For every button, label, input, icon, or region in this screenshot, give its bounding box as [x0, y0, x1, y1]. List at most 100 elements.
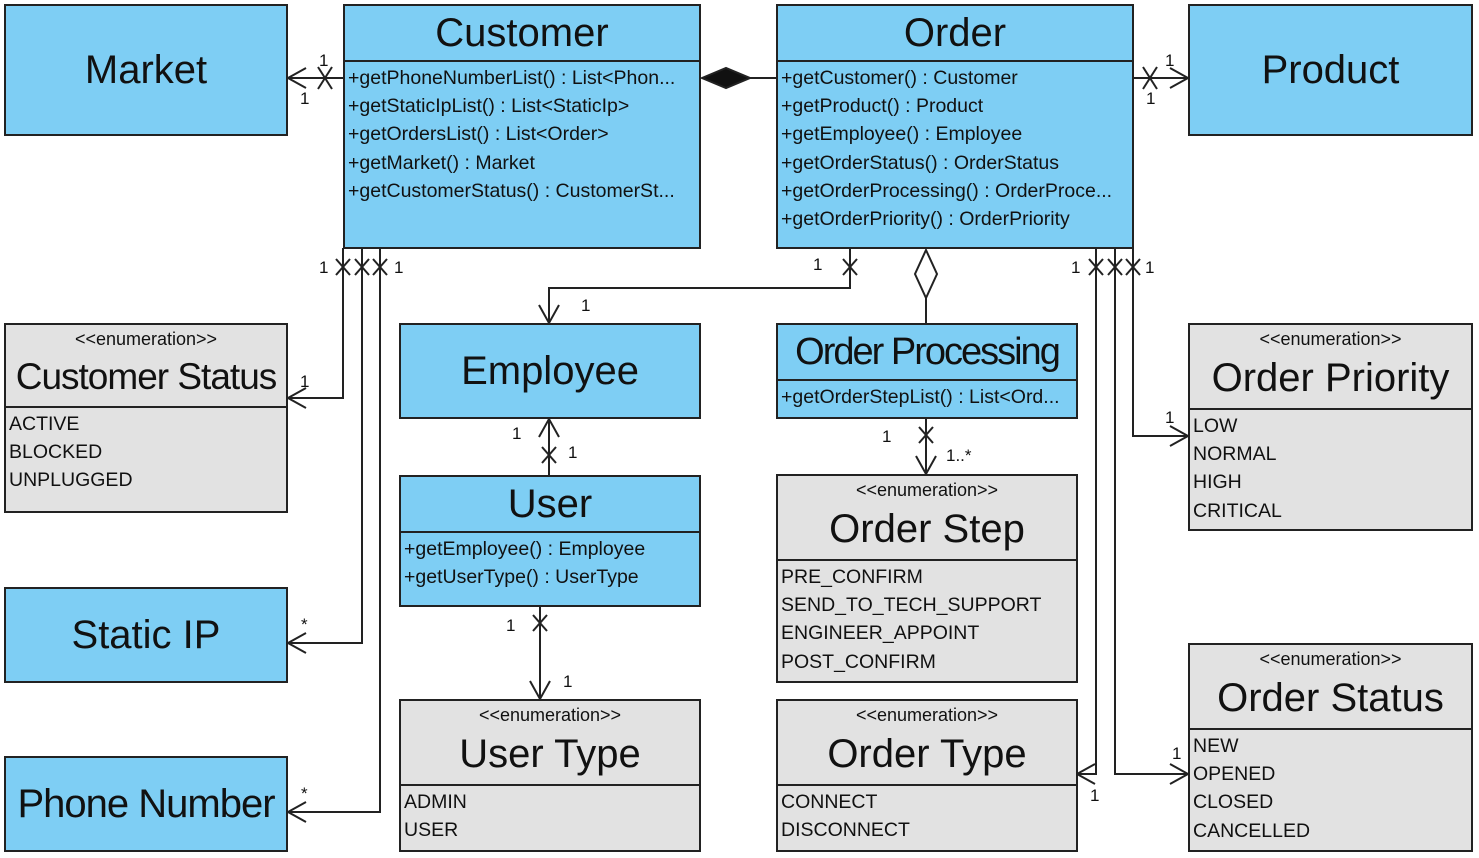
enum-value: CRITICAL — [1193, 499, 1282, 522]
multiplicity-label: 1 — [882, 427, 892, 446]
class-title: Product — [1261, 48, 1400, 92]
multiplicity-label: 1 — [1145, 258, 1155, 277]
method-item: +getProduct() : Product — [781, 95, 984, 118]
enum-value: SEND_TO_TECH_SUPPORT — [781, 594, 1042, 617]
enum-value: POST_CONFIRM — [781, 650, 936, 673]
multiplicity-label: 1 — [1090, 786, 1100, 805]
multiplicity-label: * — [301, 784, 308, 803]
method-item: +getStaticIpList() : List<StaticIp> — [348, 95, 630, 118]
method-item: +getOrdersList() : List<Order> — [348, 123, 609, 146]
enum-title: Order Priority — [1211, 356, 1450, 400]
market-class[interactable]: Market — [4, 4, 288, 136]
enum-value: NEW — [1193, 735, 1239, 757]
enum-value: HIGH — [1193, 471, 1242, 494]
multiplicity-label: 1 — [300, 372, 310, 391]
customer-order-composition — [699, 66, 776, 90]
order-status-enum[interactable]: <<enumeration>> Order Status NEW OPENED … — [1188, 643, 1473, 852]
enum-values: CONNECT DISCONNECT — [778, 784, 1076, 844]
method-item: +getOrderStepList() : List<Ord... — [781, 386, 1060, 408]
enum-value: DISCONNECT — [781, 819, 910, 842]
multiplicity-label: 1 — [300, 89, 310, 108]
method-item: +getOrderPriority() : OrderPriority — [781, 207, 1070, 230]
method-list: +getEmployee() : Employee +getUserType()… — [401, 531, 699, 591]
enum-value: BLOCKED — [9, 441, 103, 464]
user-type-enum[interactable]: <<enumeration>> User Type ADMIN USER — [399, 699, 701, 852]
enum-title: User Type — [459, 732, 641, 776]
enum-stereotype: <<enumeration>> — [855, 705, 999, 725]
enum-stereotype: <<enumeration>> — [1259, 649, 1402, 669]
multiplicity-label: 1 — [1146, 89, 1156, 108]
product-class[interactable]: Product — [1188, 4, 1473, 136]
method-item: +getEmployee() : Employee — [781, 123, 1023, 146]
enum-value: UNPLUGGED — [9, 469, 133, 492]
user-class[interactable]: User +getEmployee() : Employee +getUserT… — [399, 475, 701, 607]
method-item: +getCustomerStatus() : CustomerSt... — [348, 179, 675, 202]
order-type-enum[interactable]: <<enumeration>> Order Type CONNECT DISCO… — [776, 699, 1078, 852]
phone-number-class[interactable]: Phone Number — [4, 756, 288, 852]
customer-staticip-association — [285, 248, 370, 654]
customer-status-enum[interactable]: <<enumeration>> Customer Status ACTIVE B… — [4, 323, 288, 513]
enum-title: Order Step — [829, 507, 1025, 551]
class-title: User — [507, 482, 593, 526]
method-item: +getOrderStatus() : OrderStatus — [781, 151, 1059, 174]
enum-title: Order Type — [827, 732, 1027, 776]
class-title: Order — [903, 11, 1007, 55]
customer-status-association — [285, 248, 351, 409]
processing-step-association — [915, 419, 937, 477]
enum-values: ADMIN USER — [401, 784, 699, 844]
order-priority-enum[interactable]: <<enumeration>> Order Priority LOW NORMA… — [1188, 323, 1473, 531]
multiplicity-label: 1 — [563, 672, 573, 691]
customer-class[interactable]: Customer +getPhoneNumberList() : List<Ph… — [343, 4, 701, 249]
multiplicity-label: 1 — [512, 424, 522, 443]
order-ordertype-association — [1074, 248, 1104, 785]
order-class[interactable]: Order +getCustomer() : Customer +getProd… — [776, 4, 1134, 249]
customer-market-association — [285, 66, 343, 90]
multiplicity-label: 1 — [1071, 258, 1081, 277]
enum-value: ADMIN — [404, 791, 467, 813]
enum-stereotype: <<enumeration>> — [1259, 329, 1402, 349]
order-orderstatus-association — [1107, 248, 1191, 785]
employee-user-association — [538, 416, 560, 475]
enum-value: CLOSED — [1193, 791, 1274, 814]
enum-stereotype: <<enumeration>> — [478, 705, 622, 725]
enum-value: USER — [404, 819, 459, 842]
enum-value: CANCELLED — [1193, 819, 1311, 842]
order-step-enum[interactable]: <<enumeration>> Order Step PRE_CONFIRM S… — [776, 474, 1078, 683]
order-processing-aggregation — [913, 247, 939, 323]
employee-class[interactable]: Employee — [399, 323, 701, 419]
enum-title: Customer Status — [15, 356, 278, 397]
enum-stereotype: <<enumeration>> — [74, 329, 218, 349]
enum-value: ACTIVE — [9, 413, 80, 435]
class-title: Order Processing — [795, 331, 1061, 373]
user-usertype-association — [529, 606, 551, 702]
multiplicity-label: * — [301, 615, 308, 634]
multiplicity-label: 1 — [1165, 408, 1175, 427]
customer-phone-association — [285, 248, 388, 823]
method-item: +getUserType() : UserType — [404, 566, 639, 589]
class-title: Market — [84, 48, 208, 92]
class-title: Customer — [435, 11, 609, 55]
multiplicity-label: 1 — [1165, 51, 1175, 70]
class-title: Static IP — [71, 613, 221, 657]
multiplicity-label: 1 — [568, 443, 578, 462]
method-item: +getMarket() : Market — [348, 151, 535, 174]
enum-stereotype: <<enumeration>> — [855, 480, 999, 500]
class-title: Phone Number — [17, 782, 275, 826]
static-ip-class[interactable]: Static IP — [4, 587, 288, 683]
order-processing-class[interactable]: Order Processing +getOrderStepList() : L… — [776, 323, 1078, 419]
method-list: +getOrderStepList() : List<Ord... — [778, 379, 1076, 411]
method-list: +getCustomer() : Customer +getProduct() … — [778, 60, 1132, 233]
method-item: +getCustomer() : Customer — [781, 67, 1018, 89]
enum-values: PRE_CONFIRM SEND_TO_TECH_SUPPORT ENGINEE… — [778, 559, 1076, 676]
method-item: +getEmployee() : Employee — [404, 538, 646, 560]
multiplicity-label: 1 — [506, 616, 516, 635]
enum-value: LOW — [1193, 415, 1238, 437]
multiplicity-label: 1 — [394, 258, 404, 277]
multiplicity-label: 1..* — [946, 446, 972, 465]
enum-value: NORMAL — [1193, 443, 1277, 466]
method-item: +getPhoneNumberList() : List<Phon... — [348, 67, 676, 89]
enum-value: ENGINEER_APPOINT — [781, 622, 980, 645]
multiplicity-label: 1 — [581, 296, 591, 315]
method-list: +getPhoneNumberList() : List<Phon... +ge… — [345, 60, 699, 205]
